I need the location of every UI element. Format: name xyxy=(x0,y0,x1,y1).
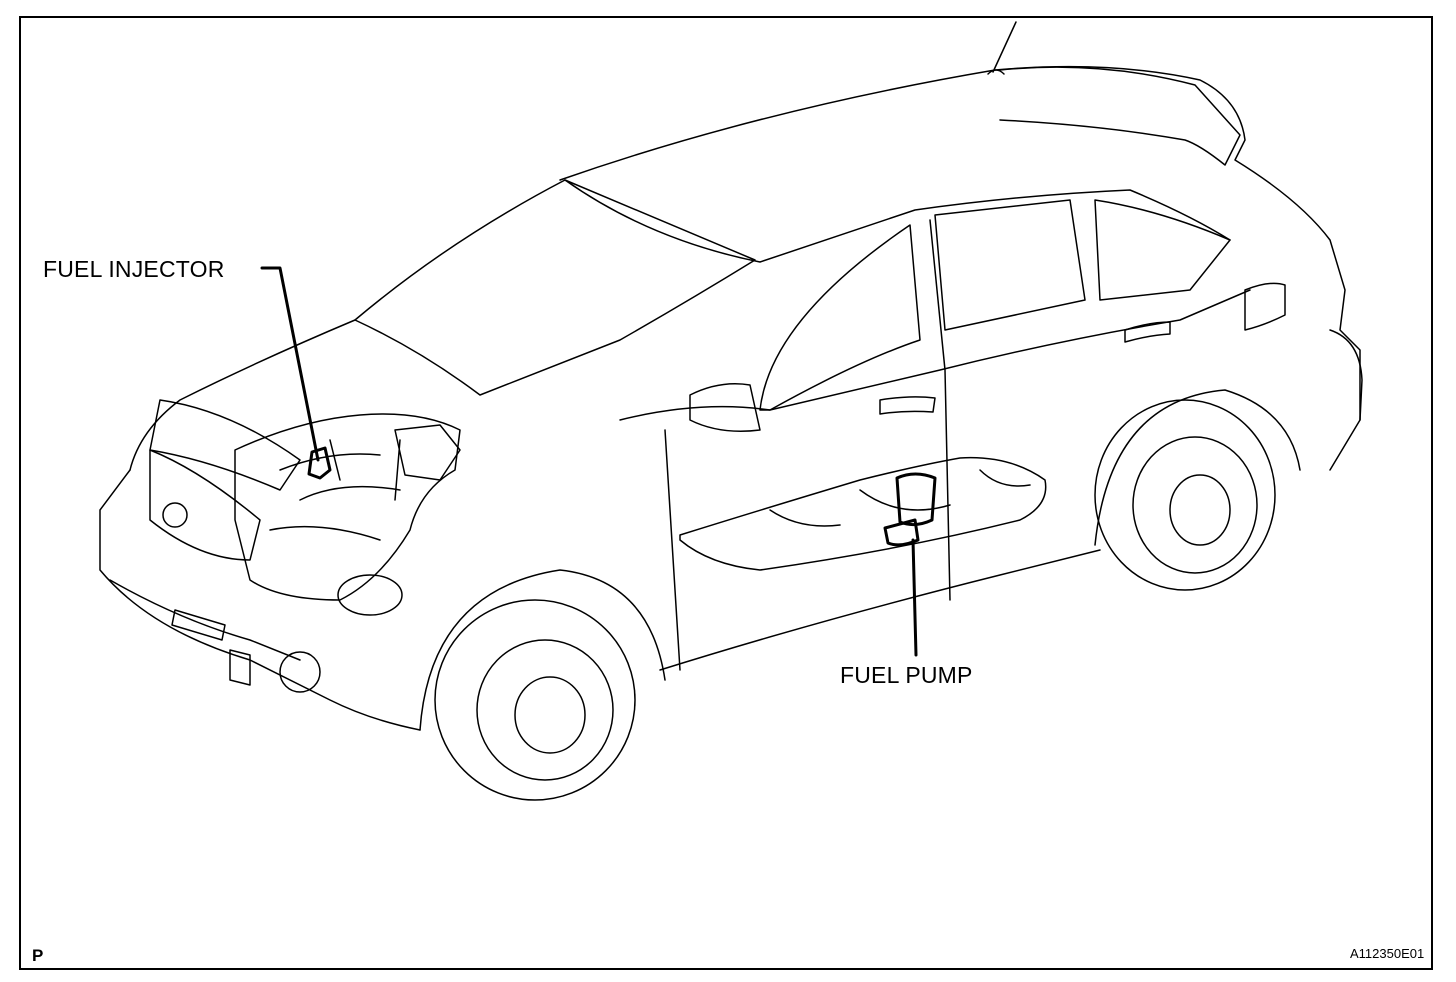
grille-emblem xyxy=(162,502,188,528)
a-pillar xyxy=(564,179,1231,263)
rear-door-window xyxy=(934,199,1086,331)
front-door-edge xyxy=(664,429,681,671)
hood-line xyxy=(129,319,356,471)
front-fascia xyxy=(99,469,421,731)
door-split xyxy=(929,219,951,601)
engine-pulley xyxy=(337,574,403,616)
quarter-window xyxy=(1094,199,1231,301)
fog-vent xyxy=(171,609,226,641)
figure-code: A112350E01 xyxy=(1350,946,1425,961)
corner-mark: P xyxy=(32,946,44,965)
rocker-panel xyxy=(659,549,1101,671)
side-mirror xyxy=(689,383,761,432)
windshield xyxy=(354,179,756,396)
door-handle-rear xyxy=(1124,321,1171,343)
fuel-pump-label: FUEL PUMP xyxy=(840,662,973,688)
bumper-lower xyxy=(109,579,301,661)
beltline xyxy=(619,289,1251,421)
engine-detail xyxy=(269,439,401,541)
door-handle-front xyxy=(879,396,936,415)
fuel-pump-part xyxy=(895,472,937,527)
front-wheel-arch xyxy=(419,569,666,731)
rear-wheel-outer xyxy=(1094,399,1276,591)
intake-manifold xyxy=(394,424,461,481)
grille xyxy=(149,449,261,561)
rear-wheel-arch xyxy=(1094,389,1301,546)
fuel-door xyxy=(1244,282,1286,331)
fuel-pump-bracket xyxy=(883,518,920,547)
spoiler xyxy=(999,66,1241,166)
rear-bumper xyxy=(1329,329,1363,421)
headlight xyxy=(149,399,301,491)
antenna xyxy=(987,21,1017,75)
front-wheel-inner xyxy=(476,639,614,781)
front-wheel-hub xyxy=(514,676,586,754)
fuel-injector-label: FUEL INJECTOR xyxy=(43,256,225,282)
front-door-window xyxy=(759,224,921,411)
fog-lamp xyxy=(279,651,321,693)
fuel-pump-leader xyxy=(911,538,918,657)
plate-area xyxy=(229,649,251,686)
rear-wheel-hub xyxy=(1169,474,1231,546)
fuel-tank-detail xyxy=(769,469,1031,527)
front-wheel-outer xyxy=(434,599,636,801)
fuel-injector-leader xyxy=(260,266,320,462)
engine-block xyxy=(234,413,461,601)
fuel-tank xyxy=(679,456,1047,571)
rear-wheel-inner xyxy=(1132,436,1258,574)
diagram-frame xyxy=(19,16,1433,970)
roof-outline xyxy=(559,65,1361,471)
fuel-injector-part xyxy=(307,446,332,480)
